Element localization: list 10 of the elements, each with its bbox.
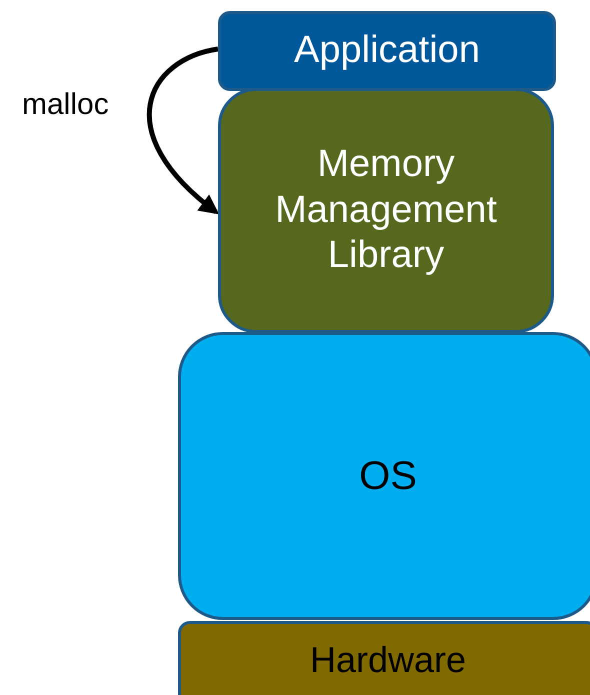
layer-box [218, 11, 556, 91]
layer-label: Hardware [310, 638, 466, 682]
layer-box [178, 621, 590, 695]
edge-label: malloc [22, 88, 109, 122]
layer-label: Memory Management Library [274, 142, 498, 278]
layer-box [178, 332, 590, 620]
layer-label: OS [359, 453, 417, 500]
layer-box [218, 88, 554, 333]
layer-label: Application [294, 28, 480, 74]
curved-arrow [147, 46, 220, 215]
